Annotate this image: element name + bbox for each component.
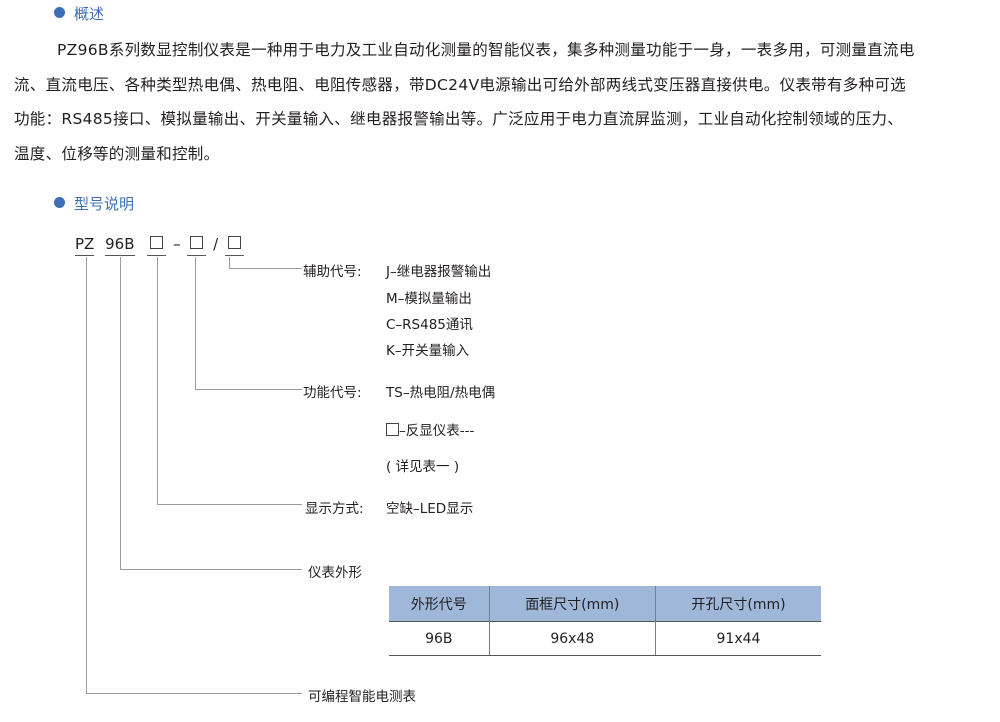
connector-series-h xyxy=(86,693,302,694)
shape-label: 仪表外形 xyxy=(308,565,362,581)
function-placeholder-box xyxy=(190,236,204,249)
table-cell: 96B xyxy=(389,621,490,656)
table-row: 96B 96x48 91x44 xyxy=(389,621,821,656)
code-shape: 96B xyxy=(105,235,135,256)
placeholder-box xyxy=(386,422,399,436)
function-option-ts: TS–热电阻/热电偶 xyxy=(386,385,496,401)
function-option-reverse: –反显仪表--- xyxy=(386,419,474,439)
table-header-row: 外形代号 面框尺寸(mm) 开孔尺寸(mm) xyxy=(389,586,821,622)
aux-option-k: K–开关量输入 xyxy=(386,343,470,359)
table-header: 面框尺寸(mm) xyxy=(489,586,656,622)
aux-placeholder-box xyxy=(227,236,241,249)
function-label: 功能代号: xyxy=(303,385,362,401)
series-label: 可编程智能电测表 xyxy=(308,689,416,705)
connector-display xyxy=(157,257,158,505)
bullet-icon xyxy=(54,7,65,18)
connector-function-h xyxy=(195,389,302,390)
model-code: PZ 96B – / xyxy=(75,235,244,256)
shape-spec-table: 外形代号 面框尺寸(mm) 开孔尺寸(mm) 96B 96x48 91x44 xyxy=(389,586,821,656)
overview-line-3: 功能：RS485接口、模拟量输出、开关量输入、继电器报警输出等。广泛应用于电力直… xyxy=(14,110,904,128)
bullet-icon xyxy=(54,197,65,208)
aux-option-m: M–模拟量输出 xyxy=(386,291,472,307)
overview-heading: 概述 xyxy=(54,3,104,24)
display-label: 显示方式: xyxy=(305,501,364,517)
connector-aux-h xyxy=(229,268,302,269)
display-placeholder-box xyxy=(150,236,164,249)
table-header: 外形代号 xyxy=(389,586,490,622)
aux-option-c: C–RS485通讯 xyxy=(386,317,473,333)
aux-label: 辅助代号: xyxy=(303,264,362,280)
overview-line-4: 温度、位移等的测量和控制。 xyxy=(14,145,220,163)
table-cell: 96x48 xyxy=(489,621,656,656)
table-header: 开孔尺寸(mm) xyxy=(655,586,821,622)
model-heading: 型号说明 xyxy=(54,193,134,214)
connector-display-h xyxy=(157,504,302,505)
connector-shape-h xyxy=(120,569,302,570)
code-prefix: PZ xyxy=(75,235,95,256)
overview-line-1: PZ96B系列数显控制仪表是一种用于电力及工业自动化测量的智能仪表，集多种测量功… xyxy=(57,41,915,59)
function-note: ( 详见表一 ) xyxy=(386,459,460,475)
overview-line-2: 流、直流电压、各种类型热电偶、热电阻、电阻传感器，带DC24V电源输出可给外部两… xyxy=(14,76,906,94)
display-value: 空缺–LED显示 xyxy=(386,501,474,517)
connector-aux xyxy=(229,257,230,269)
table-cell: 91x44 xyxy=(655,621,821,656)
connector-shape xyxy=(120,257,121,570)
aux-option-j: J–继电器报警输出 xyxy=(386,264,492,280)
connector-function xyxy=(195,257,196,390)
connector-series xyxy=(86,257,87,694)
